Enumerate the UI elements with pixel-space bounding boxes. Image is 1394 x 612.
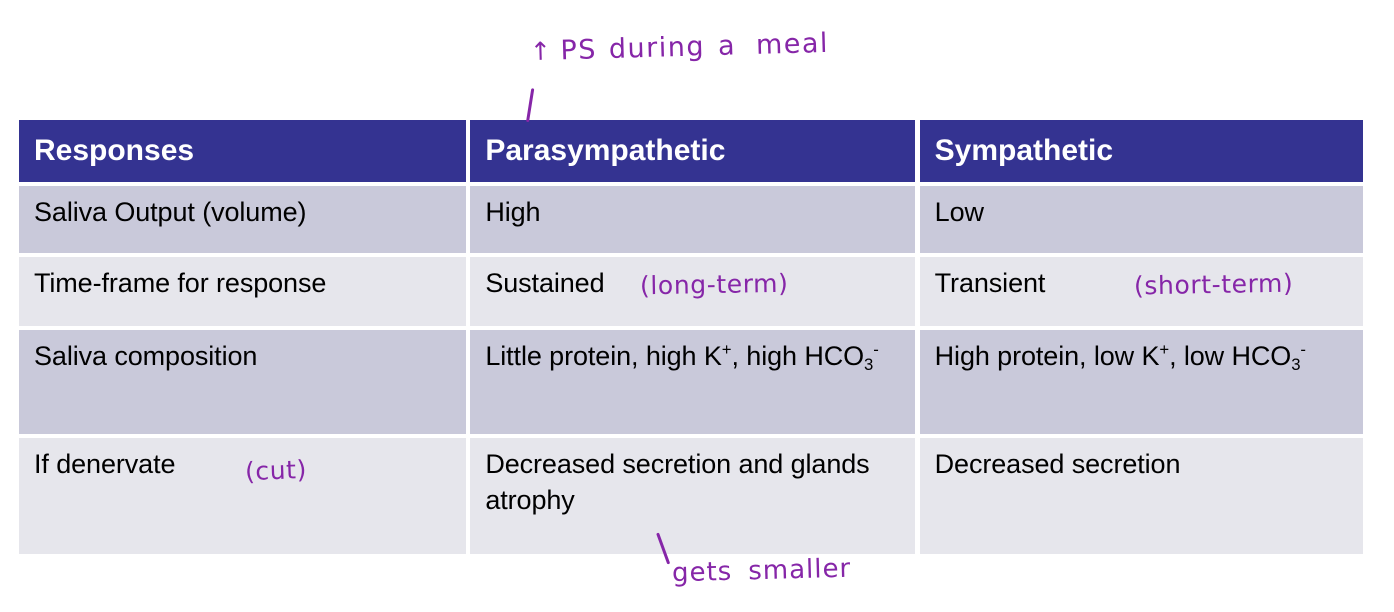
table-row: Saliva Output (volume) High Low [19, 186, 1363, 253]
table-header-row: Responses Parasympathetic Sympathetic [19, 120, 1363, 182]
column-header-responses: Responses [19, 120, 467, 182]
cell-parasympathetic-value: Little protein, high K+, high HCO3- [470, 330, 915, 434]
annotation-word-gets: gets [671, 556, 733, 589]
column-header-sympathetic: Sympathetic [919, 120, 1363, 182]
cell-response-label: If denervate [19, 438, 467, 554]
superscript-minus: - [873, 340, 879, 359]
subscript-three: 3 [864, 355, 874, 375]
cell-response-label: Saliva composition [19, 330, 467, 434]
comparison-table: Responses Parasympathetic Sympathetic Sa… [19, 120, 1363, 554]
composition-text-part-b: , low HCO [1169, 341, 1292, 371]
table-row: Saliva composition Little protein, high … [19, 330, 1363, 434]
annotation-word-smaller: smaller [747, 553, 852, 587]
annotation-gets-smaller: gets smaller [672, 554, 852, 589]
table-row: Time-frame for response Sustained Transi… [19, 257, 1363, 326]
subscript-three: 3 [1291, 355, 1301, 375]
column-header-parasympathetic: Parasympathetic [470, 120, 915, 182]
annotation-word-a: a [717, 30, 737, 62]
cell-response-label: Saliva Output (volume) [19, 186, 467, 253]
cell-sympathetic-value: Transient [919, 257, 1363, 326]
cell-parasympathetic-value: Decreased secretion and glands atrophy [470, 438, 915, 554]
superscript-plus: + [1159, 340, 1170, 359]
superscript-minus: - [1300, 340, 1306, 359]
cell-response-label: Time-frame for response [19, 257, 467, 326]
up-arrow-icon: ↑ [529, 36, 553, 67]
table-row: If denervate Decreased secretion and gla… [19, 438, 1363, 554]
annotation-leader-line-top [526, 88, 535, 123]
annotation-word-ps: PS [560, 34, 598, 67]
cell-sympathetic-value: Decreased secretion [919, 438, 1363, 554]
composition-text-part-b: , high HCO [731, 341, 865, 371]
annotation-word-during: during [608, 31, 706, 65]
cell-parasympathetic-value: Sustained [470, 257, 915, 326]
composition-text-part-a: High protein, low K [934, 341, 1160, 371]
superscript-plus: + [721, 340, 732, 359]
composition-text-part-a: Little protein, high K [485, 341, 722, 371]
cell-sympathetic-value: Low [919, 186, 1363, 253]
annotation-word-meal: meal [755, 27, 830, 61]
cell-parasympathetic-value: High [470, 186, 915, 253]
cell-sympathetic-value: High protein, low K+, low HCO3- [919, 330, 1363, 434]
